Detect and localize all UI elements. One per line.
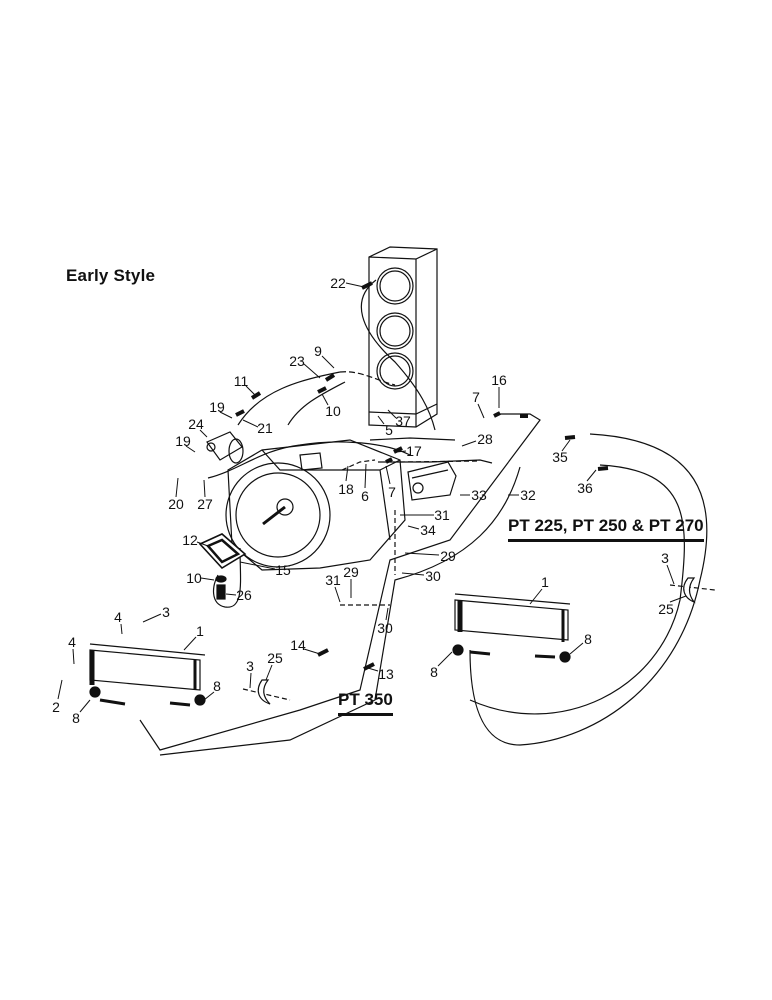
part-callout-29: 29 — [440, 548, 456, 564]
part-callout-36: 36 — [577, 480, 593, 496]
part-callout-6: 6 — [361, 488, 369, 504]
part-callout-37: 37 — [395, 413, 411, 429]
model-label-pt225-250-270: PT 225, PT 250 & PT 270 — [508, 516, 704, 542]
part-callout-19: 19 — [209, 399, 225, 415]
part-callout-4: 4 — [68, 634, 76, 650]
part-callout-4: 4 — [114, 609, 122, 625]
part-callout-13: 13 — [378, 666, 394, 682]
left-oil-cooler-icon — [89, 643, 206, 707]
part-callout-29: 29 — [343, 564, 359, 580]
part-callout-32: 32 — [520, 487, 536, 503]
part-callout-9: 9 — [314, 343, 322, 359]
part-callout-3: 3 — [162, 604, 170, 620]
part-callout-31: 31 — [434, 507, 450, 523]
part-callout-15: 15 — [275, 562, 291, 578]
part-callout-25: 25 — [658, 601, 674, 617]
part-callout-11: 11 — [233, 373, 249, 389]
part-callout-8: 8 — [584, 631, 592, 647]
part-callout-21: 21 — [257, 420, 273, 436]
part-callout-27: 27 — [197, 496, 213, 512]
part-callout-2: 2 — [52, 699, 60, 715]
part-callout-19: 19 — [175, 433, 191, 449]
part-callout-20: 20 — [168, 496, 184, 512]
part-callout-24: 24 — [188, 416, 204, 432]
part-callout-30: 30 — [377, 620, 393, 636]
part-callout-16: 16 — [491, 372, 507, 388]
part-callout-10: 10 — [186, 570, 202, 586]
filter-housing-icon — [198, 533, 247, 600]
part-callout-26: 26 — [236, 587, 252, 603]
part-callout-3: 3 — [246, 658, 254, 674]
part-callout-1: 1 — [196, 623, 204, 639]
part-callout-33: 33 — [471, 487, 487, 503]
part-callout-23: 23 — [289, 353, 305, 369]
part-callout-22: 22 — [330, 275, 346, 291]
part-callout-25: 25 — [267, 650, 283, 666]
part-callout-7: 7 — [388, 484, 396, 500]
cooler-box-icon — [360, 246, 438, 431]
part-callout-35: 35 — [552, 449, 568, 465]
part-callout-14: 14 — [290, 637, 306, 653]
part-callout-30: 30 — [425, 568, 441, 584]
part-callout-18: 18 — [338, 481, 354, 497]
right-oil-cooler-icon — [452, 593, 571, 663]
part-callout-1: 1 — [541, 574, 549, 590]
control-valve-icon — [407, 461, 457, 501]
early-style-title: Early Style — [66, 266, 156, 285]
part-callout-10: 10 — [325, 403, 341, 419]
part-callout-28: 28 — [477, 431, 493, 447]
part-callout-34: 34 — [420, 522, 436, 538]
part-callout-17: 17 — [406, 443, 422, 459]
part-callout-8: 8 — [430, 664, 438, 680]
part-callout-12: 12 — [182, 532, 198, 548]
part-callout-8: 8 — [72, 710, 80, 726]
part-callout-5: 5 — [385, 422, 393, 438]
part-callout-7: 7 — [472, 389, 480, 405]
transmission-housing-icon — [225, 439, 406, 571]
filter-icon — [206, 431, 244, 464]
model-label-pt350: PT 350 — [338, 690, 393, 716]
part-callout-8: 8 — [213, 678, 221, 694]
part-callout-31: 31 — [325, 572, 341, 588]
part-callout-3: 3 — [661, 550, 669, 566]
